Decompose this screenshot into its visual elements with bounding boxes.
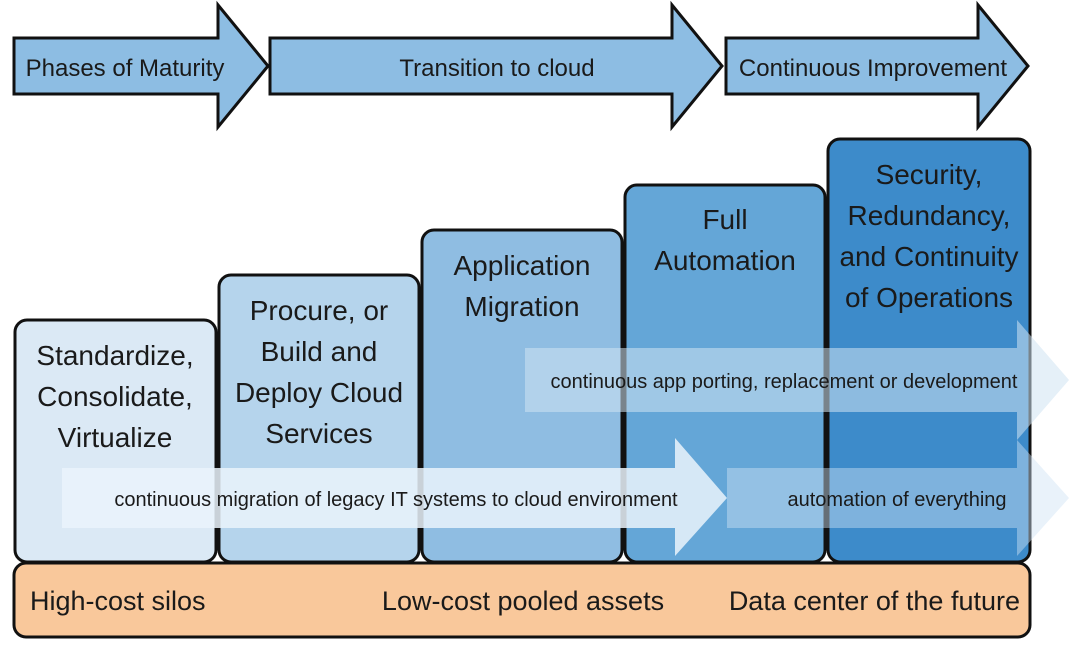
phase-label-maturity: Phases of Maturity xyxy=(26,55,225,82)
flow-label-automation: automation of everything xyxy=(787,489,1006,511)
phase-arrows: Phases of Maturity Transition to cloud C… xyxy=(12,0,1030,132)
flow-arrows: continuous app porting, replacement or d… xyxy=(62,320,1069,556)
stage-label-security: Security, Redundancy, and Continuity of Ope… xyxy=(839,159,1018,313)
stage-label-line: Full xyxy=(702,204,747,235)
stage-label-line: Standardize, xyxy=(36,340,193,371)
flow-label-legacy-migration: continuous migration of legacy IT system… xyxy=(114,489,678,511)
stage-label-line: Consolidate, xyxy=(37,381,193,412)
flow-label-app-porting: continuous app porting, replacement or d… xyxy=(551,371,1018,393)
phase-label-transition: Transition to cloud xyxy=(399,55,594,82)
stage-label-line: Security, xyxy=(876,159,983,190)
stage-labels: Standardize, Consolidate, Virtualize Procu… xyxy=(36,159,1018,453)
stage-label-line: Automation xyxy=(654,245,796,276)
flow-arrow-app-porting xyxy=(525,320,1069,440)
stage-label-line: Application xyxy=(454,250,591,281)
cost-label-high: High-cost silos xyxy=(30,586,206,616)
phase-arrow-improvement xyxy=(724,0,1030,132)
stage-label-line: Redundancy, xyxy=(848,200,1011,231)
stage-label-standardize: Standardize, Consolidate, Virtualize xyxy=(36,340,193,453)
cost-label-future: Data center of the future xyxy=(729,586,1020,616)
stage-label-line: Deploy Cloud xyxy=(235,377,403,408)
phase-arrow-maturity xyxy=(12,0,270,132)
flow-arrow-automation xyxy=(727,440,1069,556)
stage-label-line: Virtualize xyxy=(58,422,173,453)
cost-label-low: Low-cost pooled assets xyxy=(382,586,664,616)
cost-bar: High-cost silos Low-cost pooled assets D… xyxy=(12,561,1032,639)
stage-label-line: Services xyxy=(265,418,372,449)
phase-label-improvement: Continuous Improvement xyxy=(739,55,1007,82)
stage-label-line: of Operations xyxy=(845,282,1013,313)
flow-arrow-legacy-migration xyxy=(62,438,727,556)
phase-arrow-transition xyxy=(268,0,724,132)
stage-label-line: Build and xyxy=(261,336,378,367)
stage-label-line: Procure, or xyxy=(250,295,389,326)
stage-label-line: and Continuity xyxy=(839,241,1018,272)
stage-label-line: Migration xyxy=(464,291,579,322)
